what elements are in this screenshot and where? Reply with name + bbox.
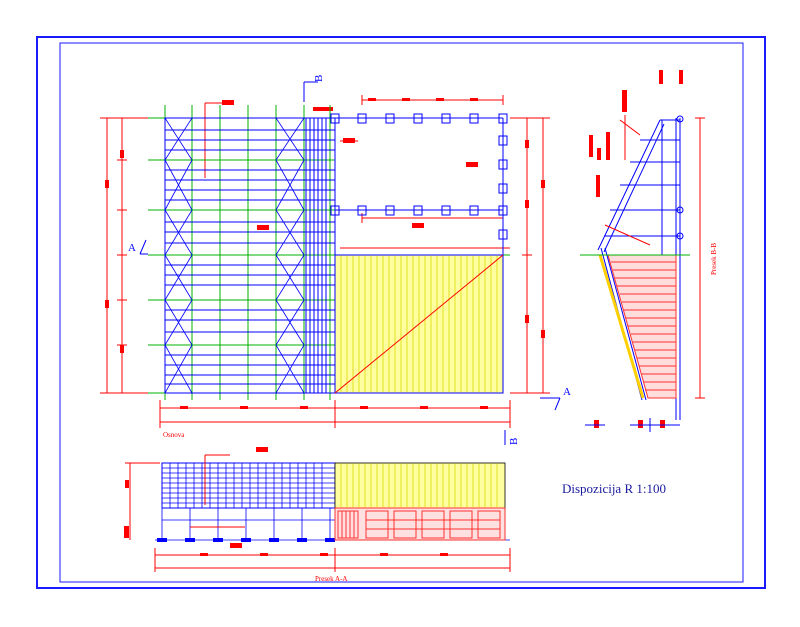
section-a-a [124, 447, 511, 572]
section-mark-a-right: A [563, 386, 571, 398]
drawing-title: Dispozicija R 1:100 [562, 481, 666, 496]
inner-frame [59, 42, 744, 583]
section-aa-label: Presek A-A [315, 575, 347, 583]
section-mark-b-top: B [313, 75, 325, 82]
section-b-b [580, 70, 705, 432]
outer-frame [36, 36, 766, 589]
section-mark-a-left: A [128, 242, 136, 254]
section-mark-b-bottom: B [508, 438, 520, 445]
floor-plan [100, 81, 561, 445]
section-bb-label: Presek B-B [710, 243, 718, 275]
plan-label: Osnova [163, 431, 185, 439]
